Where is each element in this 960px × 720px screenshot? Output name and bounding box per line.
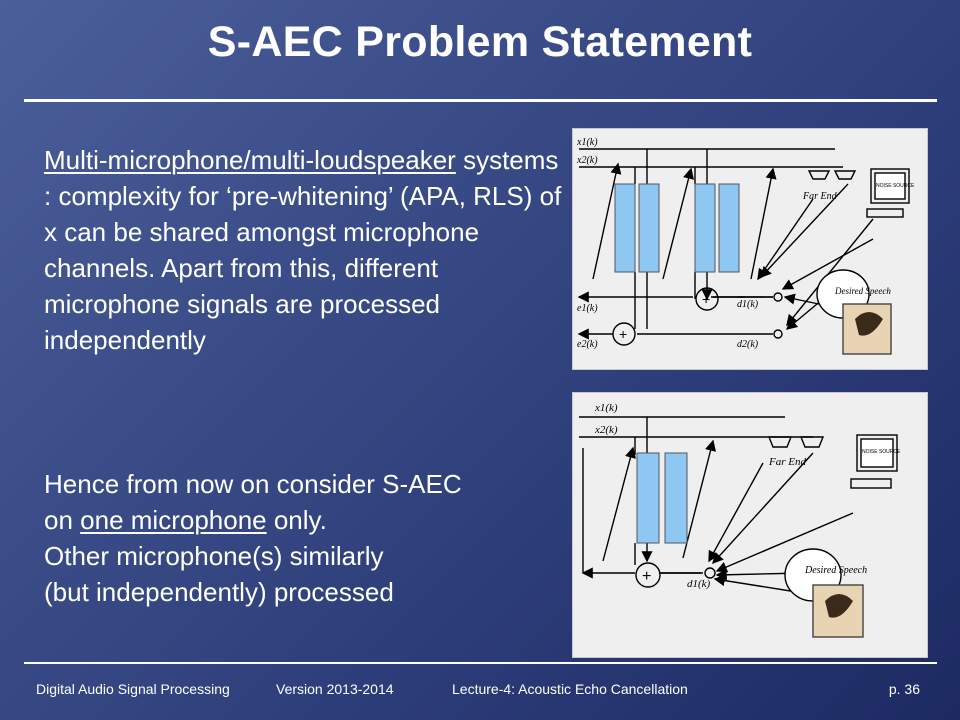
para2-line4: (but independently) processed: [44, 577, 394, 607]
paragraph-single-mic: Hence from now on consider S-AEC on one …: [44, 466, 564, 610]
title-divider: [24, 99, 937, 102]
fig1-desired-speech-label: Desired Speech: [834, 286, 891, 296]
fig2-sum-plus-icon: +: [642, 568, 651, 585]
fig1-sum-plus-icon-2: +: [619, 326, 627, 342]
fig1-sum-plus-icon: +: [702, 291, 710, 307]
fig2-far-end-label: Far End: [768, 456, 806, 468]
fig1-noise-source-label: NOISE SOURCE: [876, 183, 915, 189]
fig1-e1-label: e1(k): [577, 303, 598, 314]
fig2-x1-label: x1(k): [594, 402, 618, 414]
paragraph-multi-mic-text: systems : complexity for ‘pre-whitening’…: [44, 145, 562, 355]
fig1-d1-label: d1(k): [737, 299, 759, 310]
para2-line3: Other microphone(s) similarly: [44, 541, 384, 571]
diagram-two-microphones: x1(k) x2(k) Far End Desired Speech e1(k)…: [572, 128, 928, 370]
footer-version: Version 2013-2014: [276, 681, 394, 697]
multi-mic-term: Multi-microphone/multi-loudspeaker: [44, 145, 456, 175]
footer-page-number: p. 36: [888, 681, 920, 697]
fig1-far-end-label: Far End: [802, 191, 838, 202]
fig2-d1-label: d1(k): [687, 578, 711, 590]
para2-line2: on one microphone only.: [44, 505, 327, 535]
fig1-e2-label: e2(k): [577, 339, 598, 350]
slide-title: S-AEC Problem Statement: [207, 18, 753, 66]
diagram-two-microphones-svg: x1(k) x2(k) Far End Desired Speech e1(k)…: [576, 137, 915, 355]
fig2-x2-label: x2(k): [594, 424, 618, 436]
fig1-x1-label: x1(k): [576, 137, 598, 148]
fig2-noise-source-label: NOISE SOURCE: [862, 449, 901, 455]
fig1-d2-label: d2(k): [737, 339, 759, 350]
footer-divider: [24, 662, 937, 664]
fig2-desired-speech-label: Desired Speech: [804, 565, 867, 576]
diagram-one-microphone: x1(k) x2(k) Far End Desired Speech d1(k)…: [572, 392, 928, 658]
paragraph-multi-mic: Multi-microphone/multi-loudspeaker syste…: [44, 142, 564, 358]
one-microphone-term: one microphone: [80, 505, 267, 535]
para2-line1: Hence from now on consider S-AEC: [44, 469, 462, 499]
fig1-x2-label: x2(k): [576, 155, 598, 166]
diagram-one-microphone-svg: x1(k) x2(k) Far End Desired Speech d1(k)…: [579, 402, 901, 638]
footer-course: Digital Audio Signal Processing: [36, 681, 230, 697]
footer-lecture: Lecture-4: Acoustic Echo Cancellation: [452, 681, 688, 697]
